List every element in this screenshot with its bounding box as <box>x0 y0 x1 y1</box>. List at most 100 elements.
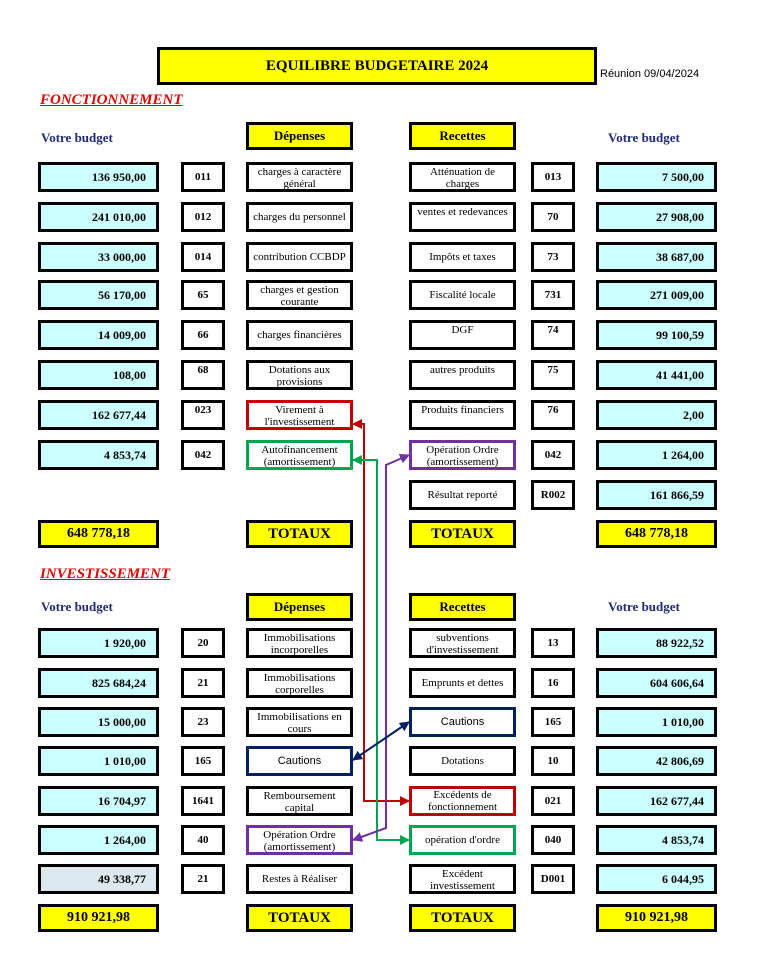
account-label: Cautions <box>409 707 516 737</box>
account-code: 65 <box>181 280 225 310</box>
budget-value: 7 500,00 <box>596 162 717 192</box>
account-code: 21 <box>181 864 225 894</box>
budget-value: 162 677,44 <box>596 786 717 816</box>
budget-value: 14 009,00 <box>38 320 159 350</box>
budget-value: 1 264,00 <box>38 825 159 855</box>
account-code: 165 <box>181 746 225 776</box>
section-title-investissement: INVESTISSEMENT <box>40 566 171 582</box>
budget-value: 42 806,69 <box>596 746 717 776</box>
arrow-autofinancement-to-operation-ordre <box>352 455 410 845</box>
account-code: 40 <box>181 825 225 855</box>
section-title-fonctionnement: FONCTIONNEMENT <box>40 92 183 108</box>
totaux-recettes-label: TOTAUX <box>409 904 516 932</box>
account-code: 68 <box>181 360 225 390</box>
budget-value: 2,00 <box>596 400 717 430</box>
arrow-cautions-link <box>352 721 410 761</box>
account-code: 20 <box>181 628 225 658</box>
budget-value: 136 950,00 <box>38 162 159 192</box>
account-label: subventions d'investissement <box>409 628 516 658</box>
account-label: Remboursement capital <box>246 786 353 816</box>
budget-value: 241 010,00 <box>38 202 159 232</box>
budget-value: 88 922,52 <box>596 628 717 658</box>
account-code: 042 <box>181 440 225 470</box>
account-label: DGF <box>409 320 516 350</box>
account-code: 74 <box>531 320 575 350</box>
account-label: charges du personnel <box>246 202 353 232</box>
account-code: 23 <box>181 707 225 737</box>
account-code: 014 <box>181 242 225 272</box>
account-code: 011 <box>181 162 225 192</box>
account-label: opération d'ordre <box>409 825 516 855</box>
account-label: Autofinancement (amortissement) <box>246 440 353 470</box>
account-label: Immobilisations corporelles <box>246 668 353 698</box>
account-label: ventes et redevances <box>409 202 516 232</box>
budget-value: 99 100,59 <box>596 320 717 350</box>
account-label: charges à caractère général <box>246 162 353 192</box>
budget-value: 161 866,59 <box>596 480 717 510</box>
account-code: 040 <box>531 825 575 855</box>
arrow-operation-ordre-link <box>352 454 410 842</box>
budget-value: 162 677,44 <box>38 400 159 430</box>
totaux-depenses-label: TOTAUX <box>246 904 353 932</box>
account-label: Excédents de fonctionnement <box>409 786 516 816</box>
account-code: 76 <box>531 400 575 430</box>
recettes-header: Recettes <box>409 122 516 150</box>
account-label: Cautions <box>246 746 353 776</box>
depenses-header: Dépenses <box>246 593 353 621</box>
account-code: 70 <box>531 202 575 232</box>
budget-value: 16 704,97 <box>38 786 159 816</box>
depenses-header: Dépenses <box>246 122 353 150</box>
account-label: Excédent investissement <box>409 864 516 894</box>
account-label: Impôts et taxes <box>409 242 516 272</box>
account-label: Dotations <box>409 746 516 776</box>
account-code: 042 <box>531 440 575 470</box>
total-recettes-value: 648 778,18 <box>596 520 717 548</box>
totaux-recettes-label: TOTAUX <box>409 520 516 548</box>
account-code: 023 <box>181 400 225 430</box>
total-recettes-value: 910 921,98 <box>596 904 717 932</box>
account-label: Dotations aux provisions <box>246 360 353 390</box>
recettes-header: Recettes <box>409 593 516 621</box>
budget-value: 271 009,00 <box>596 280 717 310</box>
votre-budget-right-label: Votre budget <box>608 599 680 614</box>
budget-value: 4 853,74 <box>596 825 717 855</box>
total-depenses-value: 910 921,98 <box>38 904 159 932</box>
account-label: Immobilisations incorporelles <box>246 628 353 658</box>
meeting-date: Réunion 09/04/2024 <box>600 68 700 80</box>
budget-value: 41 441,00 <box>596 360 717 390</box>
account-code: 10 <box>531 746 575 776</box>
account-code: 731 <box>531 280 575 310</box>
total-depenses-value: 648 778,18 <box>38 520 159 548</box>
account-code: 012 <box>181 202 225 232</box>
account-label: Atténuation de charges <box>409 162 516 192</box>
budget-value: 15 000,00 <box>38 707 159 737</box>
account-code: 021 <box>531 786 575 816</box>
budget-value: 56 170,00 <box>38 280 159 310</box>
account-label: Opération Ordre (amortissement) <box>409 440 516 470</box>
budget-value: 49 338,77 <box>38 864 159 894</box>
budget-value: 33 000,00 <box>38 242 159 272</box>
account-code: 165 <box>531 707 575 737</box>
account-label: contribution CCBDP <box>246 242 353 272</box>
budget-value: 825 684,24 <box>38 668 159 698</box>
votre-budget-right-label: Votre budget <box>608 130 680 145</box>
account-label: charges et gestion courante <box>246 280 353 310</box>
votre-budget-left-label: Votre budget <box>41 599 113 614</box>
account-label: Emprunts et dettes <box>409 668 516 698</box>
account-label: Opération Ordre (amortissement) <box>246 825 353 855</box>
page-title: EQUILIBRE BUDGETAIRE 2024 <box>157 47 597 85</box>
budget-value: 1 264,00 <box>596 440 717 470</box>
account-label: Immobilisations en cours <box>246 707 353 737</box>
budget-value: 1 920,00 <box>38 628 159 658</box>
budget-value: 27 908,00 <box>596 202 717 232</box>
account-code: 21 <box>181 668 225 698</box>
budget-value: 604 606,64 <box>596 668 717 698</box>
account-code: 16 <box>531 668 575 698</box>
account-label: Produits financiers <box>409 400 516 430</box>
account-code: R002 <box>531 480 575 510</box>
budget-value: 1 010,00 <box>596 707 717 737</box>
budget-value: 4 853,74 <box>38 440 159 470</box>
account-code: 013 <box>531 162 575 192</box>
account-label: charges financières <box>246 320 353 350</box>
